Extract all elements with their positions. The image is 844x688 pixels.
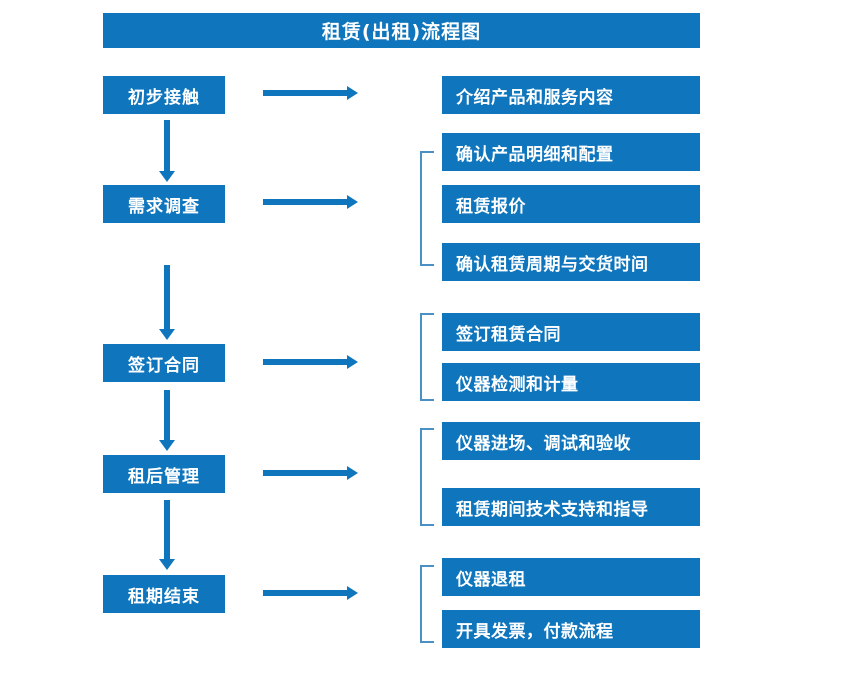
detail-box-9[interactable]: 仪器退租	[442, 558, 700, 596]
group-bracket-1	[420, 151, 434, 266]
detail-box-6[interactable]: 仪器检测和计量	[442, 363, 700, 401]
stage-box-3[interactable]: 签订合同	[103, 344, 225, 382]
down-arrow-4-head	[159, 559, 175, 570]
group-bracket-3	[420, 428, 434, 526]
stage-box-1[interactable]: 初步接触	[103, 76, 225, 114]
down-arrow-4-shaft	[164, 500, 170, 559]
detail-label-8: 租赁期间技术支持和指导	[456, 499, 649, 520]
detail-box-2[interactable]: 确认产品明细和配置	[442, 133, 700, 171]
down-arrow-2-head	[159, 329, 175, 340]
detail-box-5[interactable]: 签订租赁合同	[442, 313, 700, 351]
stage-box-5[interactable]: 租期结束	[103, 575, 225, 613]
detail-label-7: 仪器进场、调试和验收	[456, 433, 631, 454]
detail-box-7[interactable]: 仪器进场、调试和验收	[442, 422, 700, 460]
down-arrow-3-shaft	[164, 390, 170, 440]
detail-label-4: 确认租赁周期与交货时间	[456, 254, 649, 275]
down-arrow-3	[158, 390, 176, 451]
stage-label-3: 签订合同	[128, 355, 200, 376]
detail-box-10[interactable]: 开具发票，付款流程	[442, 610, 700, 648]
detail-label-1: 介绍产品和服务内容	[456, 87, 614, 108]
detail-label-10: 开具发票，付款流程	[456, 621, 614, 642]
down-arrow-1-head	[159, 171, 175, 182]
stage-box-2[interactable]: 需求调查	[103, 185, 225, 223]
down-arrow-4	[158, 500, 176, 570]
right-arrow-1-head	[347, 86, 358, 100]
right-arrow-5-head	[347, 586, 358, 600]
stage-box-4[interactable]: 租后管理	[103, 455, 225, 493]
down-arrow-2-shaft	[164, 265, 170, 329]
right-arrow-2-shaft	[263, 199, 349, 205]
group-bracket-4	[420, 565, 434, 643]
detail-box-1[interactable]: 介绍产品和服务内容	[442, 76, 700, 114]
detail-label-9: 仪器退租	[456, 569, 526, 590]
down-arrow-3-head	[159, 440, 175, 451]
chart-title-text: 租赁(出租)流程图	[321, 21, 482, 43]
right-arrow-2-head	[347, 195, 358, 209]
detail-box-8[interactable]: 租赁期间技术支持和指导	[442, 488, 700, 526]
detail-box-3[interactable]: 租赁报价	[442, 185, 700, 223]
right-arrow-1-shaft	[263, 90, 349, 96]
stage-label-4: 租后管理	[128, 466, 200, 487]
stage-label-5: 租期结束	[128, 586, 200, 607]
down-arrow-1-shaft	[164, 120, 170, 171]
down-arrow-2	[158, 265, 176, 340]
detail-box-4[interactable]: 确认租赁周期与交货时间	[442, 243, 700, 281]
right-arrow-3-shaft	[263, 359, 349, 365]
detail-label-6: 仪器检测和计量	[456, 374, 579, 395]
chart-title-banner: 租赁(出租)流程图	[103, 13, 700, 48]
stage-label-2: 需求调查	[128, 196, 200, 217]
down-arrow-1	[158, 120, 176, 182]
detail-label-3: 租赁报价	[456, 196, 526, 217]
right-arrow-4-head	[347, 466, 358, 480]
right-arrow-4-shaft	[263, 470, 349, 476]
stage-label-1: 初步接触	[128, 87, 200, 108]
right-arrow-5-shaft	[263, 590, 349, 596]
detail-label-5: 签订租赁合同	[456, 324, 561, 345]
group-bracket-2	[420, 313, 434, 401]
right-arrow-3-head	[347, 355, 358, 369]
detail-label-2: 确认产品明细和配置	[456, 144, 614, 165]
